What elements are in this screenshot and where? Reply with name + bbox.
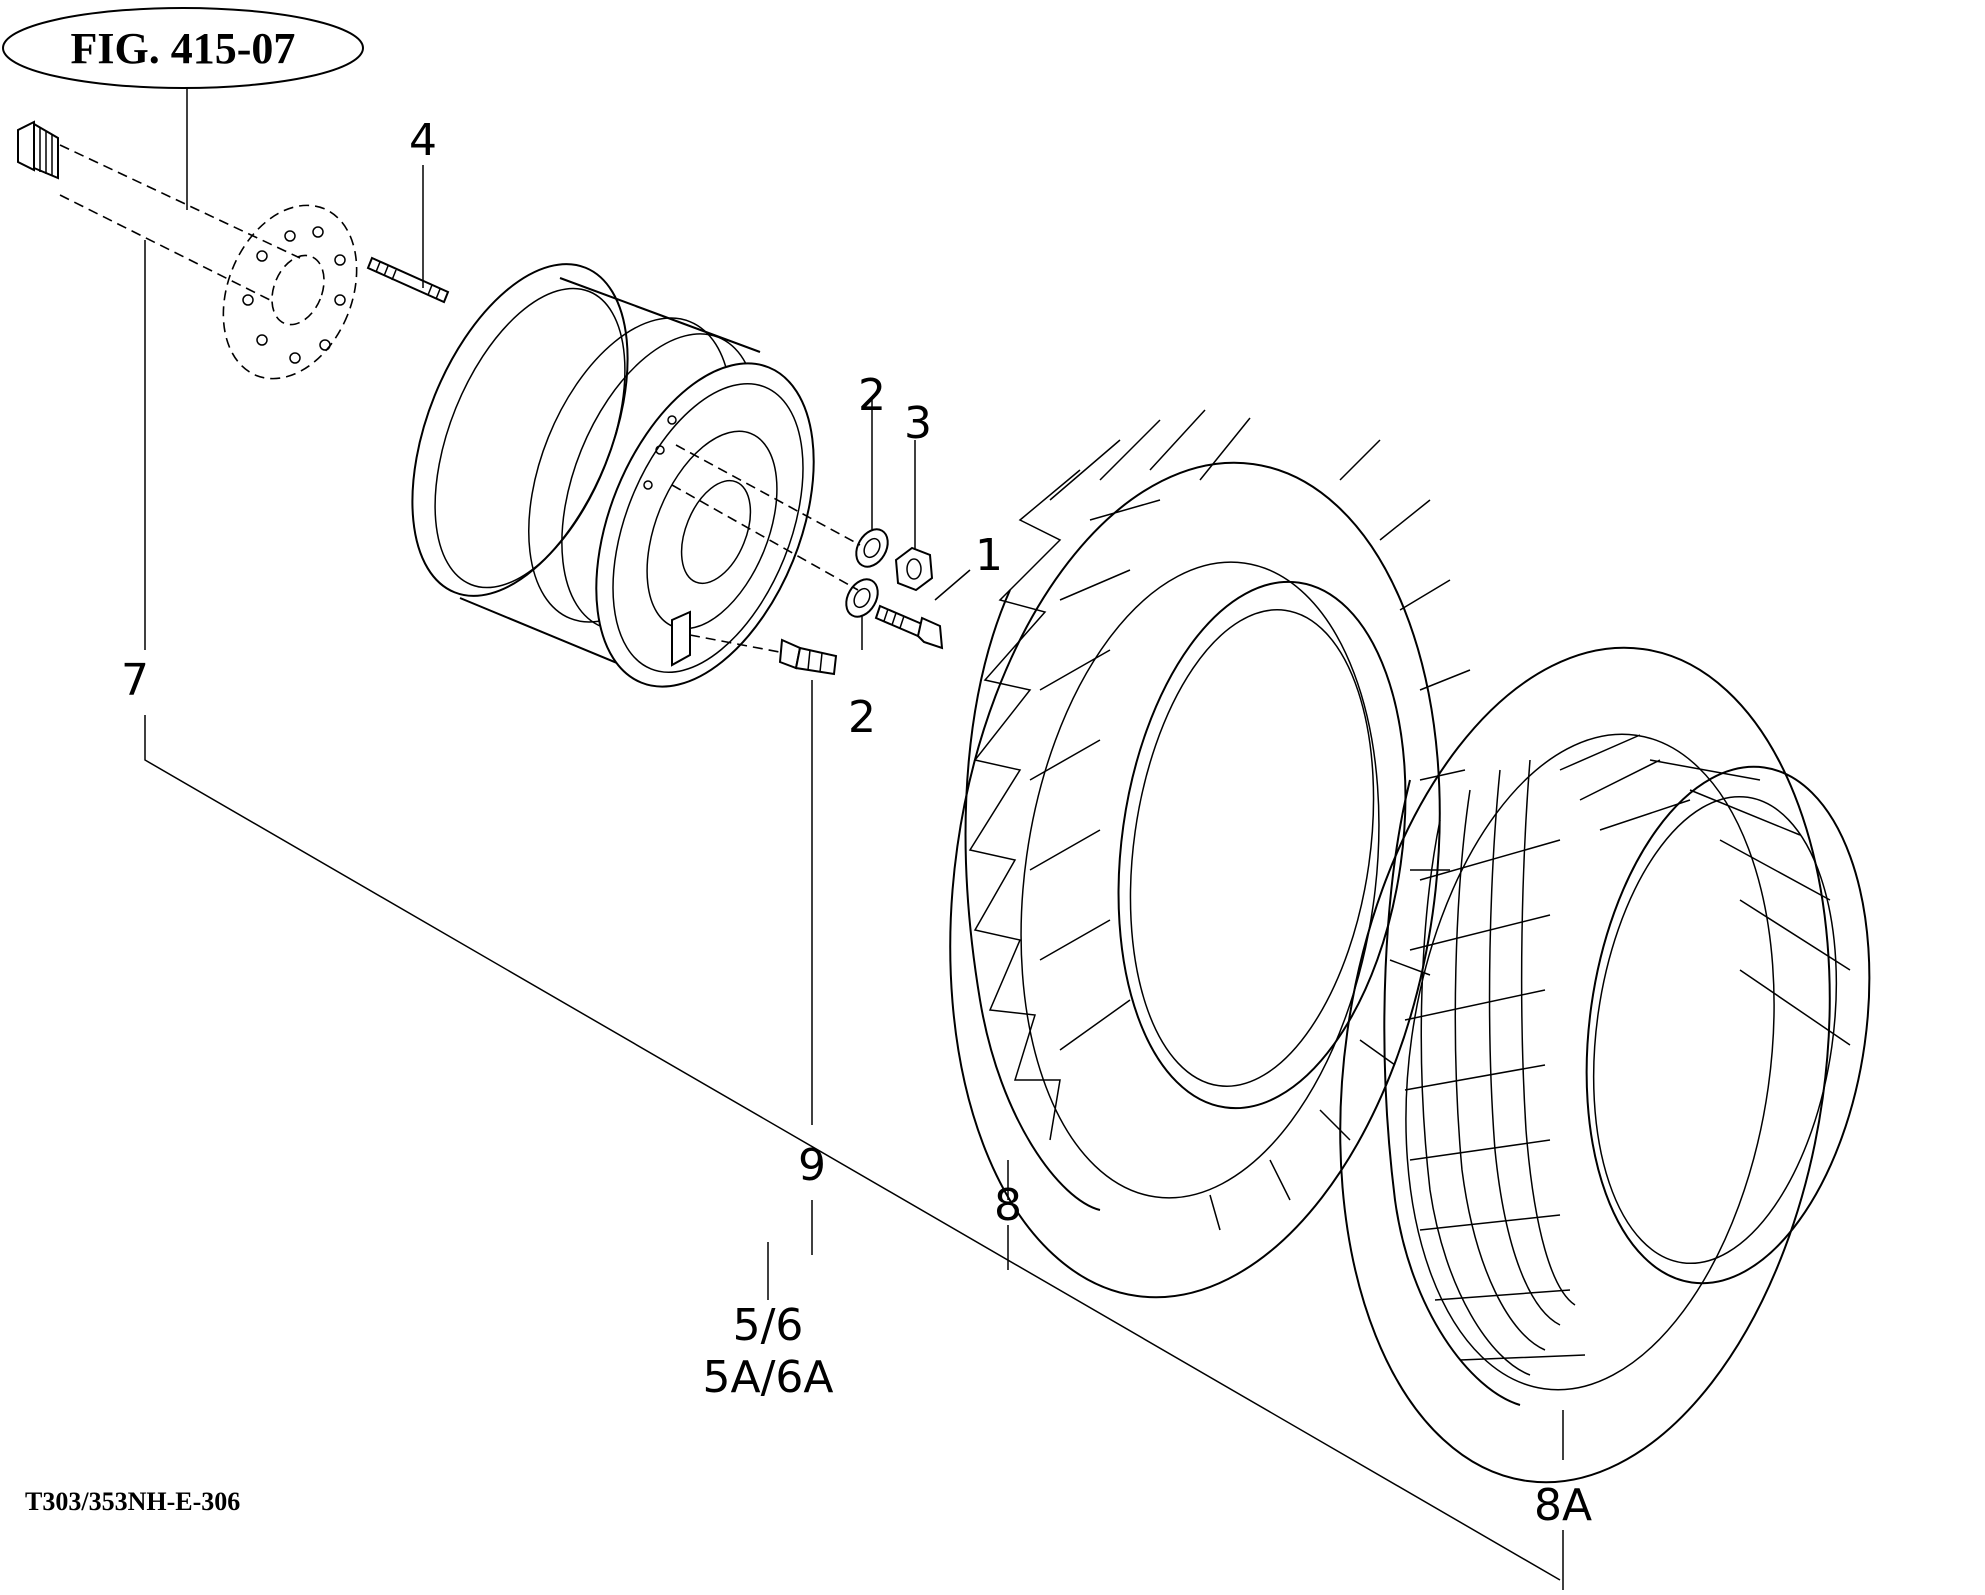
drawing-code: T303/353NH-E-306: [25, 1487, 240, 1516]
callout-4: 4: [409, 115, 437, 166]
callout-8a: 8A: [1534, 1480, 1592, 1531]
bolt-hole-leader-2: [671, 484, 859, 591]
callout-7: 7: [121, 655, 149, 706]
wheel-rim: [411, 263, 815, 688]
tire-lug-tread: [949, 409, 1471, 1299]
callout-1: 1: [975, 530, 1003, 581]
callout-2-lower: 2: [848, 692, 876, 743]
tire-valve: [778, 638, 838, 676]
wheel-nut: [894, 546, 934, 592]
figure-title-badge: FIG. 415-07: [2, 7, 364, 89]
callout-5a-6a: 5A/6A: [702, 1352, 833, 1403]
hub-flange: [222, 204, 358, 380]
washer-upper: [855, 528, 889, 568]
callout-2-upper: 2: [858, 370, 886, 421]
figure-title: FIG. 415-07: [71, 24, 296, 73]
tire-turf-tread: [1339, 646, 1871, 1484]
callout-leaders: [144, 165, 1564, 1590]
wheel-bolt: [874, 604, 944, 650]
axle-shaft: [17, 120, 301, 301]
valve-leader: [689, 634, 796, 656]
callout-3: 3: [904, 398, 932, 449]
callout-9: 9: [798, 1140, 826, 1191]
callout-5-6: 5/6: [733, 1300, 804, 1351]
callout-8: 8: [994, 1180, 1022, 1231]
bolt-hole-leader-1: [675, 444, 861, 546]
washer-lower: [845, 578, 879, 618]
wheel-stud: [366, 256, 450, 304]
